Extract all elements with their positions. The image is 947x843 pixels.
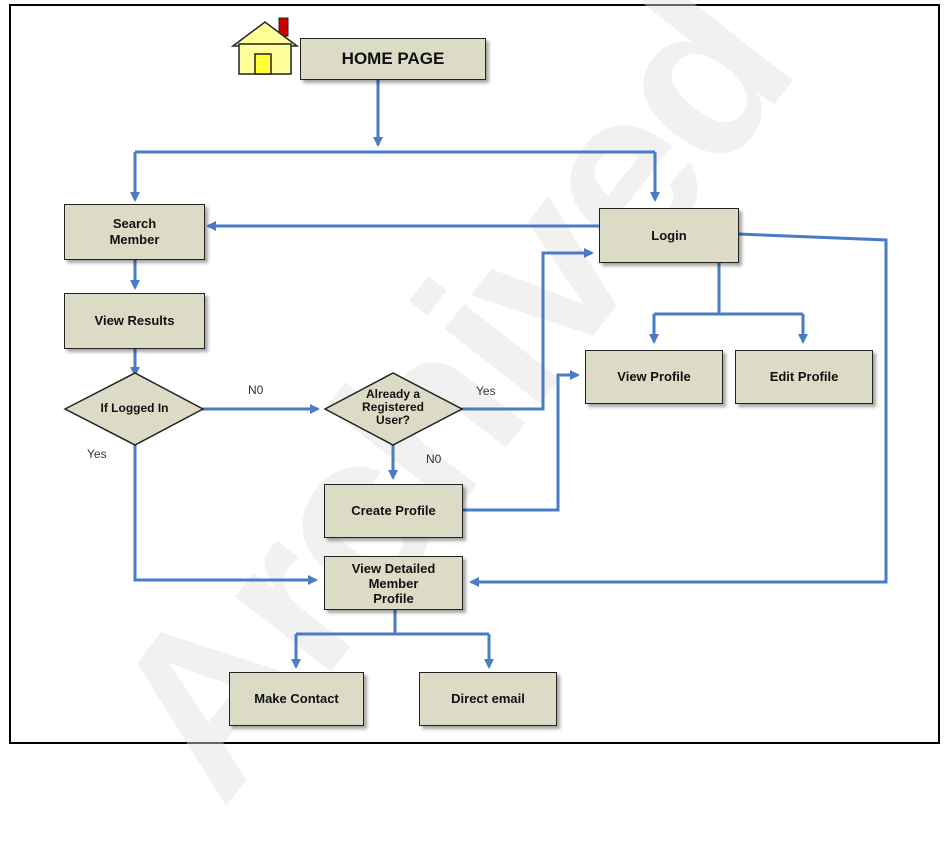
direct-email-box[interactable]: Direct email xyxy=(419,672,557,726)
edge-login-to-detailed xyxy=(469,232,888,587)
create-profile-box[interactable]: Create Profile xyxy=(324,484,463,538)
view-results-box[interactable]: View Results xyxy=(64,293,205,349)
edge-label-no-2: N0 xyxy=(426,452,442,466)
edge-label-yes-1: Yes xyxy=(476,384,496,398)
login-box[interactable]: Login xyxy=(599,208,739,263)
make-contact-box[interactable]: Make Contact xyxy=(229,672,364,726)
flowchart-canvas: Archived xyxy=(9,0,940,841)
view-detailed-member-profile-box[interactable]: View Detailed Member Profile xyxy=(324,556,463,610)
home-page-box[interactable]: HOME PAGE xyxy=(300,38,486,80)
connectors xyxy=(63,78,888,669)
edge-yes-to-detailed xyxy=(133,445,318,585)
edge-label-no-1: N0 xyxy=(248,383,264,397)
home-icon xyxy=(230,17,300,75)
edit-profile-box[interactable]: Edit Profile xyxy=(735,350,873,404)
edge-yes-to-login xyxy=(460,248,594,411)
already-registered-label: Already a Registered User? xyxy=(361,387,425,427)
edge-label-yes-2: Yes xyxy=(87,447,107,461)
search-member-box[interactable]: Search Member xyxy=(64,204,205,260)
edge-create-to-view-profile xyxy=(463,370,580,512)
decision-if-logged-in xyxy=(63,372,205,446)
if-logged-in-label: If Logged In xyxy=(100,401,169,415)
view-profile-box[interactable]: View Profile xyxy=(585,350,723,404)
decision-already-registered xyxy=(323,372,464,446)
